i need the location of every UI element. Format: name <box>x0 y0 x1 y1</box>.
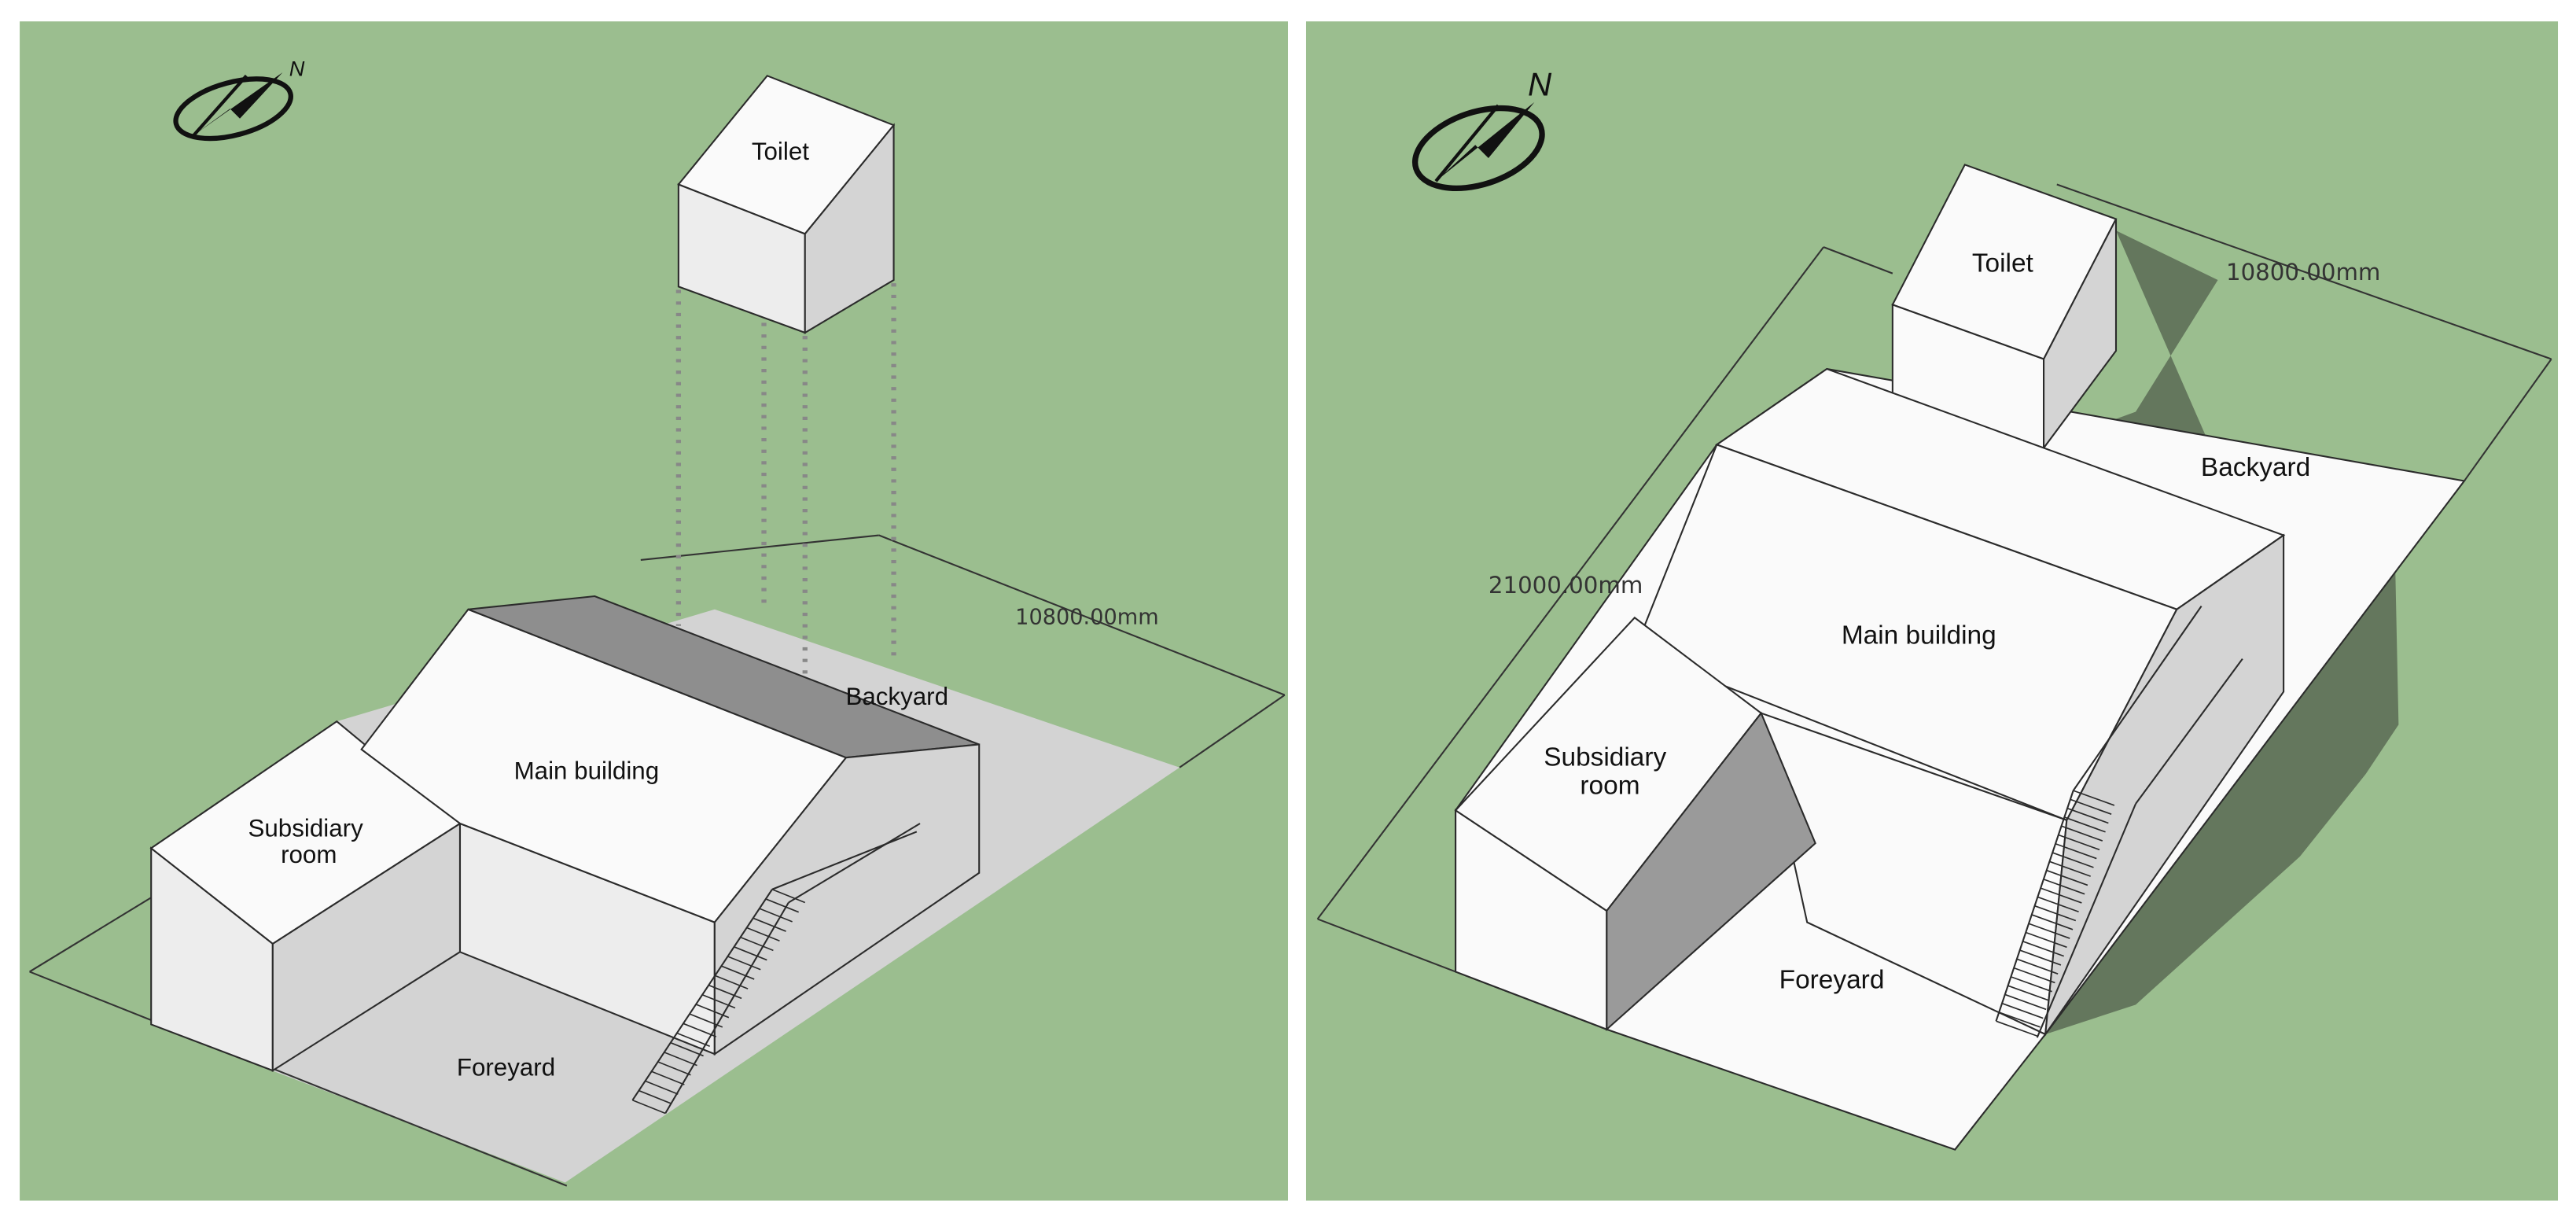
left-drop-guides <box>675 283 896 676</box>
stair-step <box>734 946 767 961</box>
stair-step <box>664 1052 697 1067</box>
stair-step <box>695 1004 730 1019</box>
left-backyard-label: Backyard <box>845 683 948 710</box>
right-width-dimension: 10800.00mm <box>2226 259 2380 286</box>
stair-step <box>2028 923 2070 939</box>
stair-step <box>2066 807 2109 824</box>
stair-step <box>2001 1002 2044 1019</box>
stair-step <box>689 1013 723 1028</box>
stair-step <box>701 993 736 1009</box>
stair-step <box>2043 879 2085 895</box>
stair-step <box>2064 816 2106 833</box>
stair-step <box>2052 852 2094 868</box>
stair-step <box>1998 1011 2041 1028</box>
right-main-building-label: Main building <box>1842 621 1996 650</box>
stair-step <box>651 1070 685 1085</box>
left-compass-letter: N <box>289 56 305 80</box>
right-dimension-lines <box>1316 183 2552 973</box>
stair-step <box>759 908 793 923</box>
north-arrow-icon: N <box>1411 65 1552 192</box>
stair-step <box>2034 905 2077 922</box>
stair-step <box>2019 949 2062 966</box>
stair-step <box>2061 825 2103 842</box>
left-stair-steps <box>632 888 806 1115</box>
stair-step <box>2058 834 2100 851</box>
stair-step <box>2007 985 2050 1001</box>
left-subsidiary-label-1: Subsidiary <box>248 815 363 842</box>
right-main-building <box>1633 367 2286 1037</box>
right-backyard-label: Backyard <box>2201 453 2310 482</box>
stair-step <box>2037 896 2079 913</box>
stair-step <box>2070 798 2112 816</box>
stair-step <box>683 1022 717 1037</box>
stair-step <box>708 984 742 1000</box>
right-foreyard-label: Foreyard <box>1779 965 1885 994</box>
left-main-building <box>360 595 981 1056</box>
stair-step <box>2022 940 2064 957</box>
left-main-building-label: Main building <box>514 757 660 784</box>
stair-step <box>771 888 806 904</box>
right-subsidiary-room <box>1454 616 1816 1032</box>
stair-step <box>746 927 780 941</box>
right-subsidiary-label-1: Subsidiary <box>1544 743 1666 772</box>
stair-step <box>2049 860 2091 877</box>
right-toilet-label: Toilet <box>1972 249 2034 278</box>
left-subsidiary-room <box>149 720 462 1072</box>
stair-step <box>721 965 755 980</box>
right-length-dimension: 21000.00mm <box>1489 572 1643 599</box>
right-compass-letter: N <box>1528 65 1552 102</box>
stair-step <box>2025 931 2067 949</box>
right-subsidiary-label-2: room <box>1580 771 1639 800</box>
stair-step <box>2004 993 2047 1011</box>
stair-step <box>2073 790 2115 806</box>
stair-step <box>2013 967 2055 984</box>
left-subsidiary-label-2: room <box>281 841 337 868</box>
stair-step <box>657 1061 691 1076</box>
stair-step <box>1996 1020 2037 1037</box>
left-width-dimension: 10800.00mm <box>1015 606 1158 630</box>
left-panel: N 10800.00mm Subsidiary room Main bu <box>20 21 1289 1201</box>
stair-step <box>645 1080 679 1095</box>
left-foreyard-label: Foreyard <box>457 1053 555 1081</box>
stair-step <box>670 1041 704 1057</box>
stair-step <box>727 956 761 971</box>
stair-step <box>2016 958 2059 975</box>
stair-step <box>676 1032 710 1048</box>
stair-step <box>2031 914 2074 930</box>
stair-step <box>740 936 774 952</box>
right-stair-steps <box>1996 790 2115 1037</box>
left-toilet-label: Toilet <box>752 138 809 165</box>
stair-step <box>2046 869 2088 886</box>
stair-step <box>2055 842 2097 860</box>
stair-step <box>765 898 799 913</box>
right-toilet <box>1891 164 2118 451</box>
stair-step <box>632 1099 666 1115</box>
left-toilet <box>677 75 896 334</box>
stair-step <box>638 1089 672 1105</box>
stair-step <box>2040 887 2082 904</box>
stair-step <box>753 917 786 932</box>
stair-step <box>715 975 749 989</box>
right-panel: N Toilet Main building Backyard Subsidi <box>1305 21 2559 1201</box>
stair-step <box>2011 976 2052 993</box>
